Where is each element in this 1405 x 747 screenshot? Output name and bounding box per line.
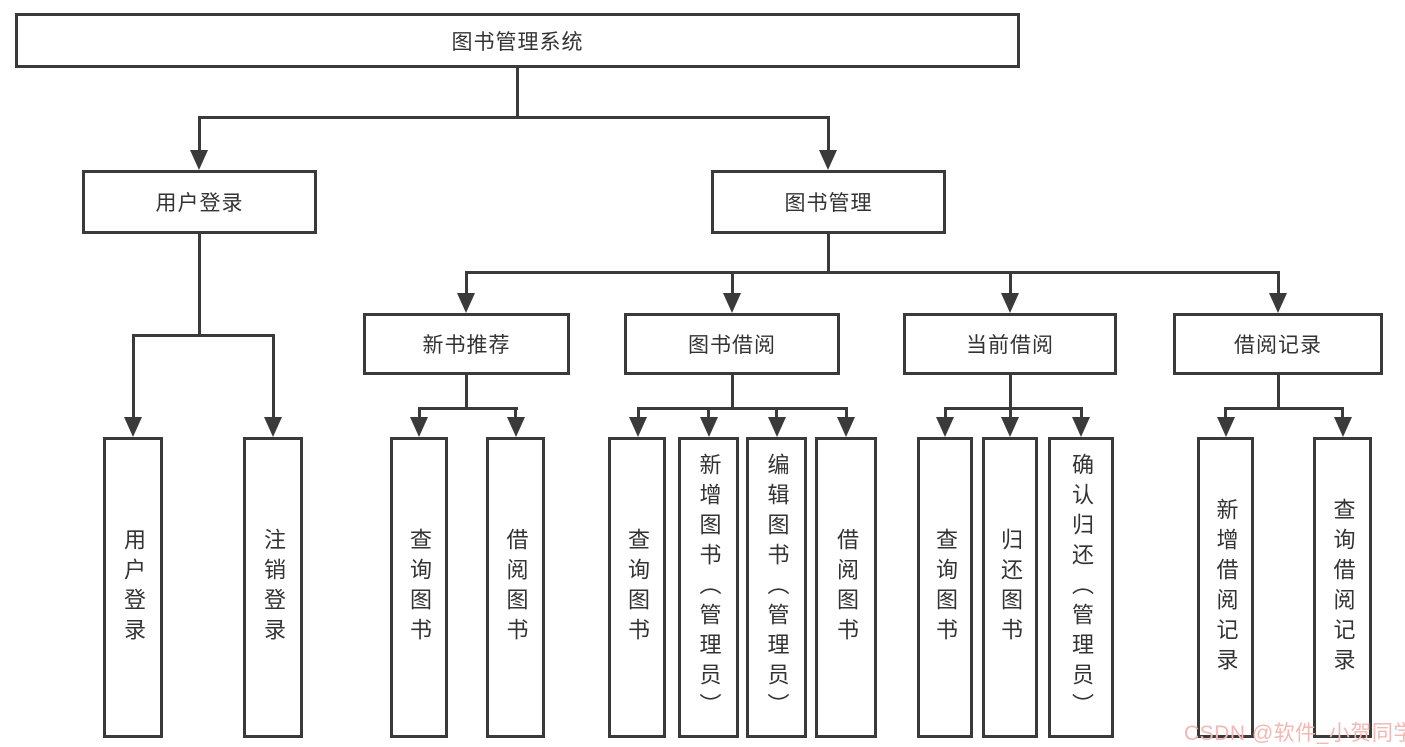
connector-line	[197, 234, 201, 336]
connector-line	[1276, 272, 1280, 296]
arrowhead-icon	[1001, 417, 1019, 437]
connector-line	[943, 406, 1083, 410]
leaf-logout: 注销登录	[243, 437, 303, 738]
connector-line	[417, 408, 421, 420]
arrowhead-icon	[936, 417, 954, 437]
connector-line	[417, 406, 518, 410]
leaf-borrow-edit-book-admin: 编辑图书（管理员）	[746, 437, 807, 738]
connector-line	[131, 335, 135, 420]
connector-line	[271, 335, 275, 420]
arrowhead-icon	[837, 417, 855, 437]
arrowhead-icon	[1269, 293, 1287, 313]
leaf-current-return-books: 归还图书	[982, 437, 1038, 738]
leaf-recommend-borrow-books: 借阅图书	[486, 437, 545, 738]
connector-line	[826, 117, 830, 153]
arrowhead-icon	[410, 417, 428, 437]
connector-line	[464, 270, 1280, 274]
connector-line	[464, 272, 468, 296]
arrowhead-icon	[124, 417, 142, 437]
connector-line	[197, 115, 830, 119]
connector-line	[197, 117, 201, 153]
arrowhead-icon	[1216, 417, 1235, 437]
arrowhead-icon	[629, 417, 647, 437]
arrowhead-icon	[819, 150, 837, 170]
arrowhead-icon	[1001, 293, 1019, 313]
node-book-management: 图书管理	[711, 170, 946, 234]
connector-line	[707, 408, 710, 420]
arrowhead-icon	[699, 417, 718, 437]
leaf-records-add-record: 新增借阅记录	[1197, 437, 1254, 738]
connector-line	[1341, 408, 1344, 420]
node-library-system: 图书管理系统	[15, 13, 1020, 68]
connector-line	[1224, 406, 1344, 410]
connector-line	[775, 408, 778, 420]
arrowhead-icon	[457, 293, 475, 313]
arrowhead-icon	[1072, 417, 1090, 437]
node-current-borrow: 当前借阅	[903, 313, 1117, 375]
leaf-user-login: 用户登录	[103, 437, 163, 738]
connector-line	[1224, 408, 1227, 420]
connector-line	[1276, 375, 1280, 409]
connector-line	[1008, 375, 1012, 409]
connector-line	[514, 408, 517, 420]
connector-line	[464, 375, 468, 409]
connector-line	[636, 408, 640, 420]
node-user-login: 用户登录	[82, 170, 317, 234]
arrowhead-icon	[190, 150, 208, 170]
connector-line	[1079, 408, 1083, 420]
arrowhead-icon	[264, 417, 282, 437]
connector-line	[515, 68, 519, 118]
leaf-current-confirm-return-admin: 确认归还（管理员）	[1048, 437, 1114, 738]
node-borrow-records: 借阅记录	[1173, 313, 1383, 375]
connector-line	[826, 234, 830, 273]
leaf-borrow-add-book-admin: 新增图书（管理员）	[678, 437, 739, 738]
connector-line	[1008, 408, 1012, 420]
node-new-book-recommend: 新书推荐	[363, 313, 570, 375]
node-book-borrow: 图书借阅	[624, 313, 840, 375]
connector-line	[943, 408, 947, 420]
leaf-recommend-query-books: 查询图书	[390, 437, 448, 738]
arrowhead-icon	[506, 417, 525, 437]
leaf-records-query-record: 查询借阅记录	[1313, 437, 1372, 738]
leaf-current-query-books: 查询图书	[917, 437, 973, 738]
leaf-borrow-borrow-books: 借阅图书	[815, 437, 877, 738]
connector-line	[730, 272, 734, 296]
leaf-borrow-query-books: 查询图书	[608, 437, 666, 738]
connector-line	[1008, 272, 1012, 296]
connector-line	[131, 333, 275, 337]
connector-line	[844, 408, 848, 420]
arrowhead-icon	[767, 417, 786, 437]
connector-line	[730, 375, 734, 409]
arrowhead-icon	[1333, 417, 1352, 437]
connector-line	[636, 406, 848, 410]
arrowhead-icon	[723, 293, 741, 313]
watermark: CSDN @软件_小贺同学	[1184, 722, 1405, 745]
